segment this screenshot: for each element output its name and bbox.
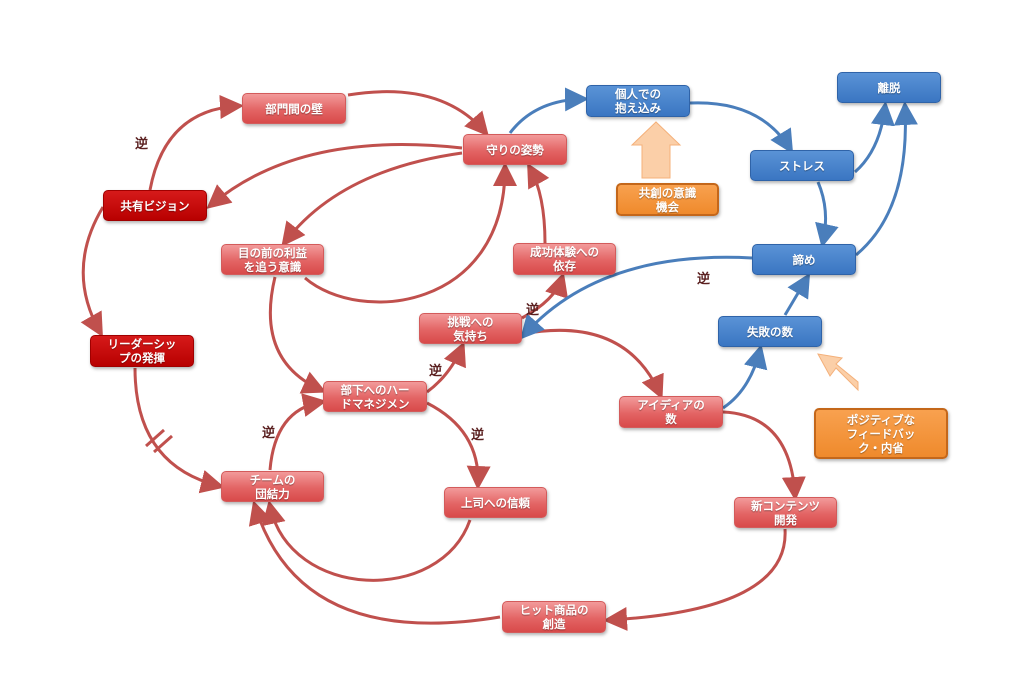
link-shortterm-defensive xyxy=(304,162,517,304)
node-hard-management: 部下へのハー ドマネジメン xyxy=(323,381,427,412)
link-stress-leave xyxy=(854,101,895,174)
link-hit-team xyxy=(248,500,501,625)
node-team: チームの 団結力 xyxy=(221,471,324,502)
link-challenge-ideas xyxy=(521,328,664,400)
delay-mark xyxy=(145,428,173,454)
link-team-hardmgmt xyxy=(268,393,327,471)
diagonal-arrow-icon xyxy=(817,353,859,392)
reverse-label: 逆 xyxy=(135,137,149,152)
link-defensive-vision xyxy=(206,143,463,209)
up-arrow-icon xyxy=(630,121,682,179)
node-wall: 部門間の壁 xyxy=(242,93,346,124)
link-defensive-isolation xyxy=(508,87,589,134)
link-hardmgmt-trust xyxy=(426,401,491,490)
link-wall-defensive xyxy=(347,90,489,137)
node-hit: ヒット商品の 創造 xyxy=(502,601,606,633)
link-defensive-shortterm xyxy=(281,151,463,247)
reverse-label: 逆 xyxy=(526,303,540,318)
node-cocreation: 共創の意識 機会 xyxy=(616,183,719,216)
node-isolation: 個人での 抱え込み xyxy=(586,85,690,117)
link-vision-leadership xyxy=(80,206,105,338)
link-leadership-team xyxy=(133,367,225,494)
node-success-dependence: 成功体験への 依存 xyxy=(513,243,616,275)
node-short-term: 目の前の利益 を追う意識 xyxy=(221,244,324,275)
link-newcontent-hit xyxy=(603,528,787,631)
reverse-label: 逆 xyxy=(262,426,276,441)
link-failures-resign xyxy=(783,272,811,316)
link-ideas-failures xyxy=(722,344,768,410)
node-stress: ストレス xyxy=(750,150,854,181)
node-defensive: 守りの姿勢 xyxy=(463,134,567,165)
link-isolation-stress xyxy=(689,101,794,155)
node-ideas: アイディアの 数 xyxy=(619,396,723,428)
link-resign-challenge xyxy=(519,255,753,340)
node-challenge: 挑戦への 気持ち xyxy=(419,313,522,344)
node-new-content: 新コンテンツ 開発 xyxy=(734,497,837,528)
link-vision-wall xyxy=(148,95,244,191)
link-hardmgmt-challenge xyxy=(426,341,466,394)
link-ideas-newcontent xyxy=(722,410,806,501)
link-stress-resign xyxy=(815,181,839,248)
node-failures: 失敗の数 xyxy=(718,316,822,347)
link-successdep-defensive xyxy=(527,162,550,244)
node-vision: 共有ビジョン xyxy=(103,190,207,221)
reverse-label: 逆 xyxy=(471,428,485,443)
node-leadership: リーダーシッ プの発揮 xyxy=(90,335,194,367)
reverse-label: 逆 xyxy=(697,272,711,287)
node-trust: 上司への信頼 xyxy=(444,487,547,518)
node-leave: 離脱 xyxy=(837,72,941,103)
reverse-label: 逆 xyxy=(429,364,443,379)
node-feedback: ポジティブな フィードバッ ク・内省 xyxy=(814,408,948,459)
link-trust-team xyxy=(262,500,472,582)
node-resign: 諦め xyxy=(752,244,856,275)
link-resign-leave xyxy=(855,101,918,257)
link-shortterm-hardmgmt xyxy=(268,276,327,394)
